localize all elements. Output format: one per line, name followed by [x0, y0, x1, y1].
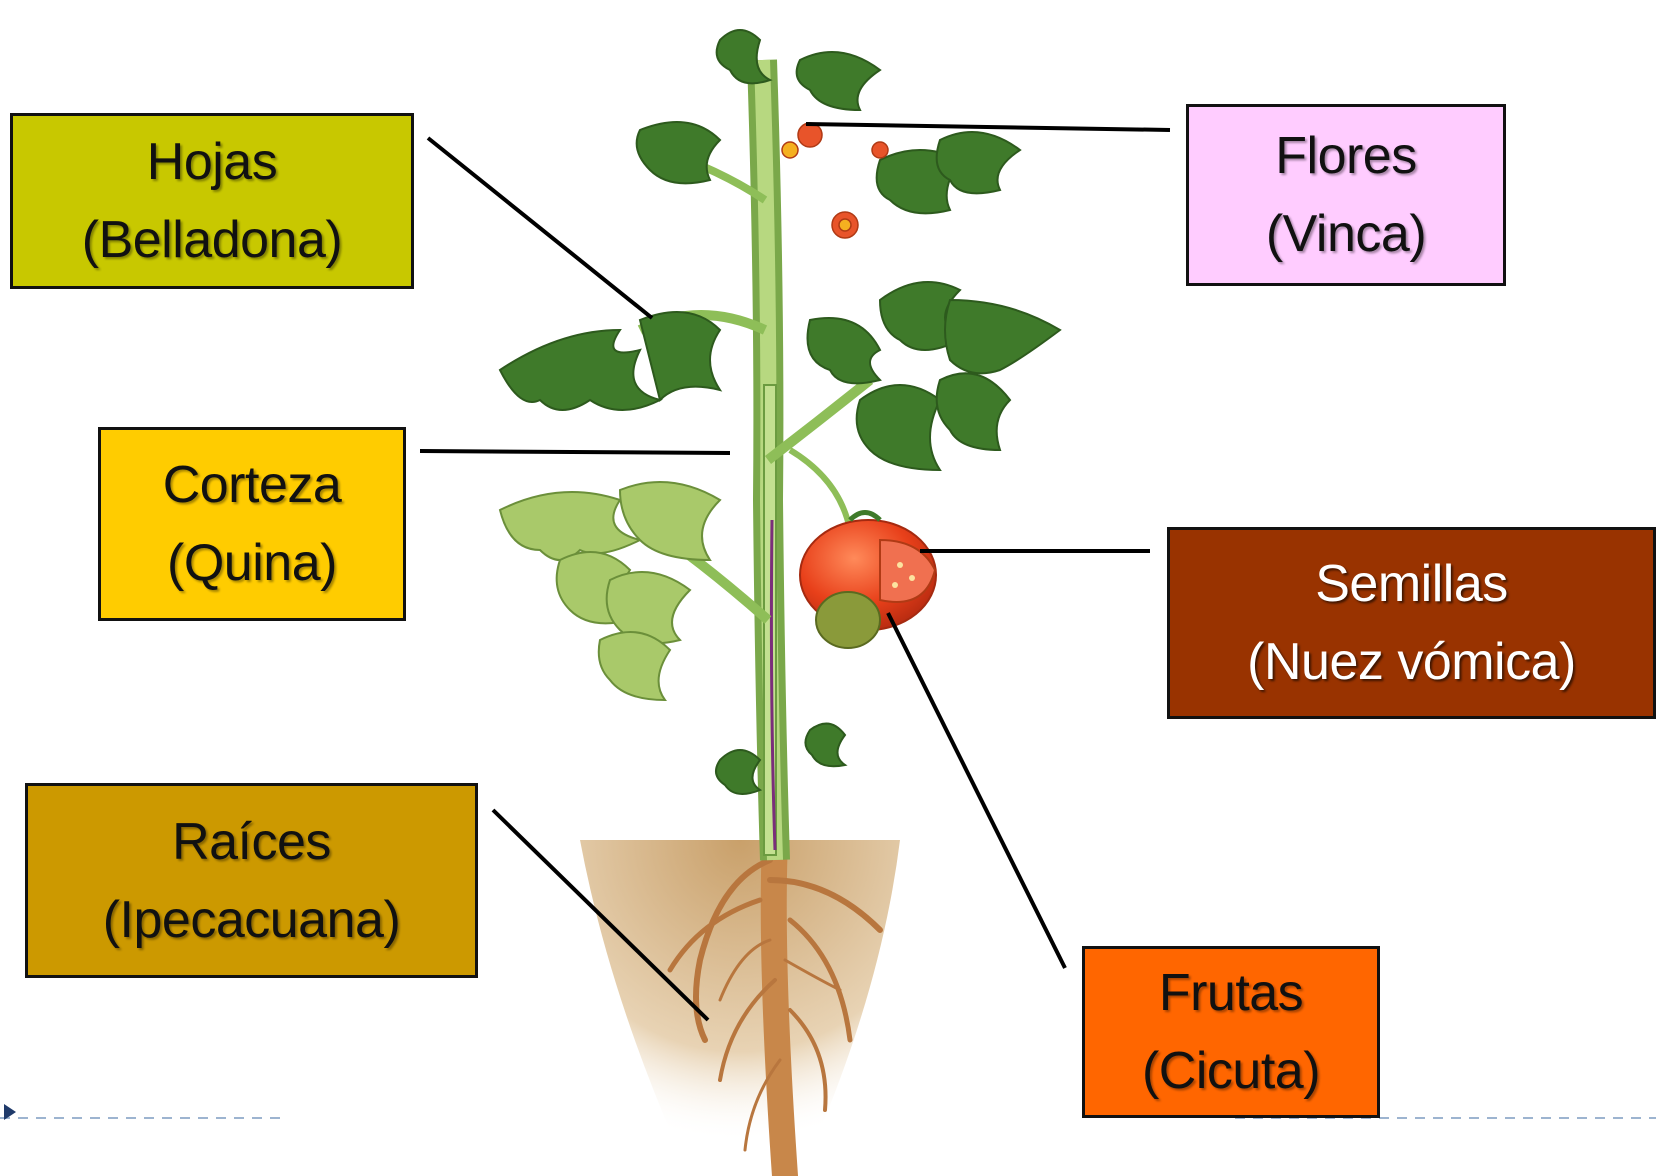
- label-frutas-part: Frutas: [1159, 954, 1303, 1032]
- label-hojas: Hojas (Belladona): [10, 113, 414, 289]
- label-flores: Flores (Vinca): [1186, 104, 1506, 286]
- soil: [580, 840, 900, 1176]
- label-flores-example: (Vinca): [1266, 195, 1426, 273]
- flowers: [782, 123, 888, 238]
- light-leaves: [500, 482, 720, 700]
- label-corteza-part: Corteza: [163, 446, 342, 524]
- label-hojas-part: Hojas: [147, 123, 277, 201]
- label-frutas-example: (Cicuta): [1142, 1032, 1320, 1110]
- label-raices-example: (Ipecacuana): [103, 881, 401, 959]
- label-raices-part: Raíces: [172, 803, 331, 881]
- label-frutas: Frutas (Cicuta): [1082, 946, 1380, 1118]
- label-hojas-example: (Belladona): [82, 201, 342, 279]
- tomato-fruit: [800, 513, 936, 649]
- label-semillas-example: (Nuez vómica): [1247, 623, 1576, 701]
- label-flores-part: Flores: [1275, 117, 1416, 195]
- label-corteza: Corteza (Quina): [98, 427, 406, 621]
- label-raices: Raíces (Ipecacuana): [25, 783, 478, 978]
- label-semillas: Semillas (Nuez vómica): [1167, 527, 1656, 719]
- label-corteza-example: (Quina): [167, 524, 337, 602]
- label-semillas-part: Semillas: [1315, 545, 1508, 623]
